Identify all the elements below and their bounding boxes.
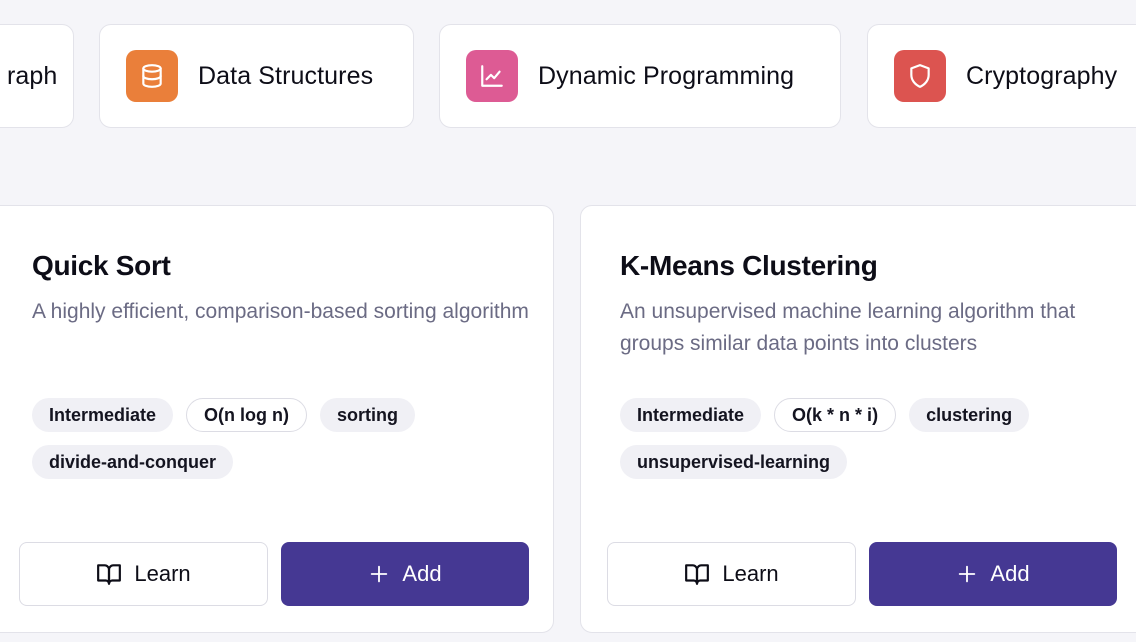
topic-tag: unsupervised-learning [620, 445, 848, 479]
category-label: raph [7, 61, 58, 90]
learn-button[interactable]: Learn [607, 542, 856, 606]
shield-icon [894, 50, 946, 102]
difficulty-tag: Intermediate [32, 398, 174, 432]
card-title: K-Means Clustering [620, 250, 878, 281]
book-icon [96, 561, 122, 587]
add-label: Add [990, 561, 1030, 586]
category-cryptography[interactable]: Cryptography [867, 24, 1136, 128]
card-description: An unsupervised machine learning algorit… [620, 300, 1076, 355]
algorithm-card: Quick Sort A highly efficient, compariso… [0, 205, 554, 633]
topic-tag: clustering [909, 398, 1030, 432]
category-dynamic-programming[interactable]: Dynamic Programming [439, 24, 841, 128]
category-graph[interactable]: raph [0, 24, 74, 128]
tag-list: Intermediate O(k * n * i) clustering uns… [620, 398, 1090, 479]
plus-icon [368, 563, 390, 585]
topic-tag: divide-and-conquer [32, 445, 234, 479]
book-icon [684, 561, 710, 587]
card-description: A highly efficient, comparison-based sor… [32, 300, 529, 323]
tag-list: Intermediate O(n log n) sorting divide-a… [32, 398, 502, 479]
algorithm-card: K-Means Clustering An unsupervised machi… [580, 205, 1136, 633]
category-data-structures[interactable]: Data Structures [99, 24, 414, 128]
category-label: Data Structures [198, 61, 374, 90]
complexity-tag: O(n log n) [186, 398, 308, 432]
category-label: Dynamic Programming [538, 61, 795, 90]
plus-icon [956, 563, 978, 585]
category-label: Cryptography [966, 61, 1118, 90]
card-title: Quick Sort [32, 250, 171, 281]
add-label: Add [402, 561, 442, 586]
complexity-tag: O(k * n * i) [774, 398, 897, 432]
topic-tag: sorting [320, 398, 416, 432]
learn-button[interactable]: Learn [19, 542, 268, 606]
database-icon [126, 50, 178, 102]
learn-label: Learn [722, 561, 779, 586]
add-button[interactable]: Add [281, 542, 529, 606]
learn-label: Learn [134, 561, 191, 586]
difficulty-tag: Intermediate [620, 398, 762, 432]
chart-line-icon [466, 50, 518, 102]
add-button[interactable]: Add [869, 542, 1117, 606]
